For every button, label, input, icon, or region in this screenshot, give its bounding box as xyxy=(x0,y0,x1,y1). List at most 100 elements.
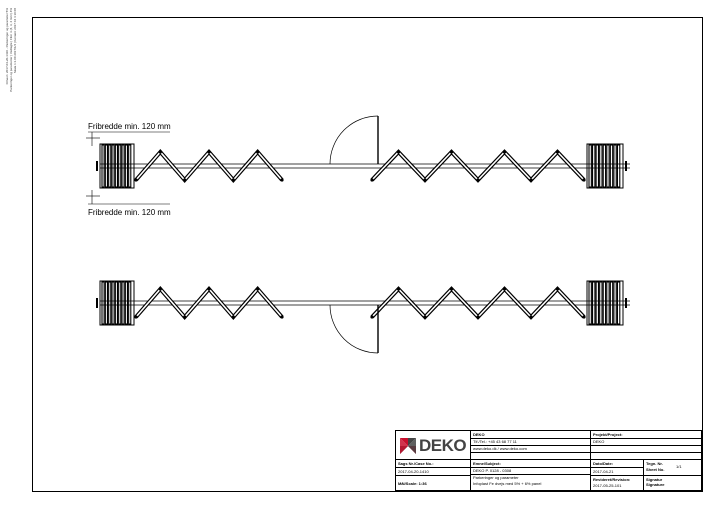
stacked-panel xyxy=(588,144,592,188)
sheet-label-2: Sheet No. xyxy=(646,467,665,472)
panel-stack xyxy=(586,280,627,326)
stacked-panel xyxy=(121,144,125,188)
stacked-panel xyxy=(613,281,617,325)
sheet-label-1: Tegn. Nr. xyxy=(646,461,663,466)
stacked-panel xyxy=(101,281,105,325)
stacked-panel xyxy=(595,144,600,188)
stacked-panel xyxy=(101,144,105,188)
hinge xyxy=(423,315,427,319)
panel-stack xyxy=(96,143,135,189)
deko-logo-icon xyxy=(400,438,416,454)
panel-chain xyxy=(134,285,284,321)
date-value: 2017-04-21 xyxy=(593,469,614,474)
subject-value-3: Infoplast Fe dvejs med 5% + 6% panel xyxy=(473,481,542,486)
hinge xyxy=(476,178,480,182)
stacked-panel xyxy=(609,281,614,325)
case-label: Sags Nr./Case No.: xyxy=(398,461,434,466)
hinge xyxy=(502,150,507,154)
folded-panels xyxy=(370,286,586,320)
deko-logo: DEKO xyxy=(400,436,467,455)
subject-value-2: Parkeringer og parameter xyxy=(473,475,519,480)
revision-cell: Revideret/Revision: 2017-05-25-101 xyxy=(591,476,644,491)
company-name: DEKO xyxy=(473,432,485,437)
partition-plan-bottom xyxy=(96,280,630,354)
wall-fixing xyxy=(625,298,627,308)
stacked-panel xyxy=(599,144,603,188)
panel-stack xyxy=(96,280,135,326)
hinge xyxy=(134,315,138,319)
stacked-panel xyxy=(595,281,600,325)
logo-cell: DEKO xyxy=(396,431,471,460)
folded-panels xyxy=(134,285,284,321)
stacked-panel xyxy=(606,281,610,325)
title-block: DEKO DEKO Tlf./Tel.: +45 43 68 77 11 www… xyxy=(395,430,702,491)
stacked-panel xyxy=(602,144,607,188)
hinge xyxy=(555,150,560,154)
stacked-panel xyxy=(124,144,129,188)
date-label: Dato/Date: xyxy=(593,461,614,466)
hinge xyxy=(396,150,401,154)
hinge xyxy=(280,178,284,182)
hinge xyxy=(183,178,187,182)
project-label: Projekt/Project: xyxy=(593,432,623,437)
hinge xyxy=(256,150,260,154)
door-swing-arc xyxy=(329,115,379,165)
stacked-panel xyxy=(104,281,109,325)
stacked-panel xyxy=(121,281,125,325)
hinge xyxy=(207,287,211,291)
stacked-panel xyxy=(108,281,112,325)
deko-logo-text: DEKO xyxy=(419,436,467,455)
stacked-panel xyxy=(111,281,115,325)
scale-label: Mål/Scale: 1:36 xyxy=(398,481,427,486)
panel-chain xyxy=(134,148,284,184)
stacked-panel xyxy=(602,281,607,325)
stacked-panel xyxy=(114,144,119,188)
project-value: DEKO xyxy=(593,439,605,444)
panel-stack-frame xyxy=(99,280,135,326)
signature-label-2: Signature xyxy=(646,482,665,487)
company-web: www.deko.dk / www.deko.com xyxy=(473,446,527,451)
hinge xyxy=(423,178,427,182)
hinge xyxy=(231,178,235,182)
stacked-panel xyxy=(118,281,122,325)
wall-fixing xyxy=(625,161,627,171)
signature-label-1: Signatur xyxy=(646,477,663,482)
company-phone: Tlf./Tel.: +45 43 68 77 11 xyxy=(473,439,517,444)
hinge xyxy=(280,315,284,319)
scale-cell: Mål/Scale: 1:36 xyxy=(396,476,471,491)
hinge xyxy=(207,150,211,154)
stacked-panel xyxy=(124,281,129,325)
stacked-panel xyxy=(616,281,621,325)
project-cell: Projekt/Project: DEKO xyxy=(591,431,702,460)
stacked-panel xyxy=(613,144,617,188)
stacked-panel xyxy=(592,281,596,325)
clear-width-dimensions xyxy=(86,131,170,205)
company-cell: DEKO Tlf./Tel.: +45 43 68 77 11 www.deko… xyxy=(471,431,591,460)
subject-label: Emne/Subject: xyxy=(473,461,501,466)
hinge xyxy=(582,315,586,319)
panel-chain xyxy=(370,286,586,320)
revision-value: 2017-05-25-101 xyxy=(593,483,622,488)
hinge xyxy=(555,287,560,291)
panel-stack-frame xyxy=(99,143,135,189)
stacked-panel xyxy=(114,281,119,325)
stacked-panel xyxy=(588,281,592,325)
wall-fixing xyxy=(96,161,98,171)
subject-cell: Emne/Subject: DEKO P. 0128 - 0308 Parker… xyxy=(471,460,591,491)
clear-width-label-bottom: Fribredde min. 120 mm xyxy=(88,208,171,217)
hinge xyxy=(231,315,235,319)
hinge xyxy=(396,287,401,291)
signature-cell: Signatur Signature xyxy=(644,476,702,491)
stacked-panel xyxy=(606,144,610,188)
stacked-panel xyxy=(108,144,112,188)
case-cell: Sags Nr./Case No.: 2017-04-20-1410 xyxy=(396,460,471,476)
hinge xyxy=(476,315,480,319)
hinge xyxy=(158,150,162,154)
hinge xyxy=(449,150,454,154)
sheet-cell: Tegn. Nr. Sheet No. 1/1 xyxy=(644,460,702,476)
hinge xyxy=(529,178,533,182)
date-cell: Dato/Date: 2017-04-21 xyxy=(591,460,644,476)
hinge xyxy=(582,178,586,182)
